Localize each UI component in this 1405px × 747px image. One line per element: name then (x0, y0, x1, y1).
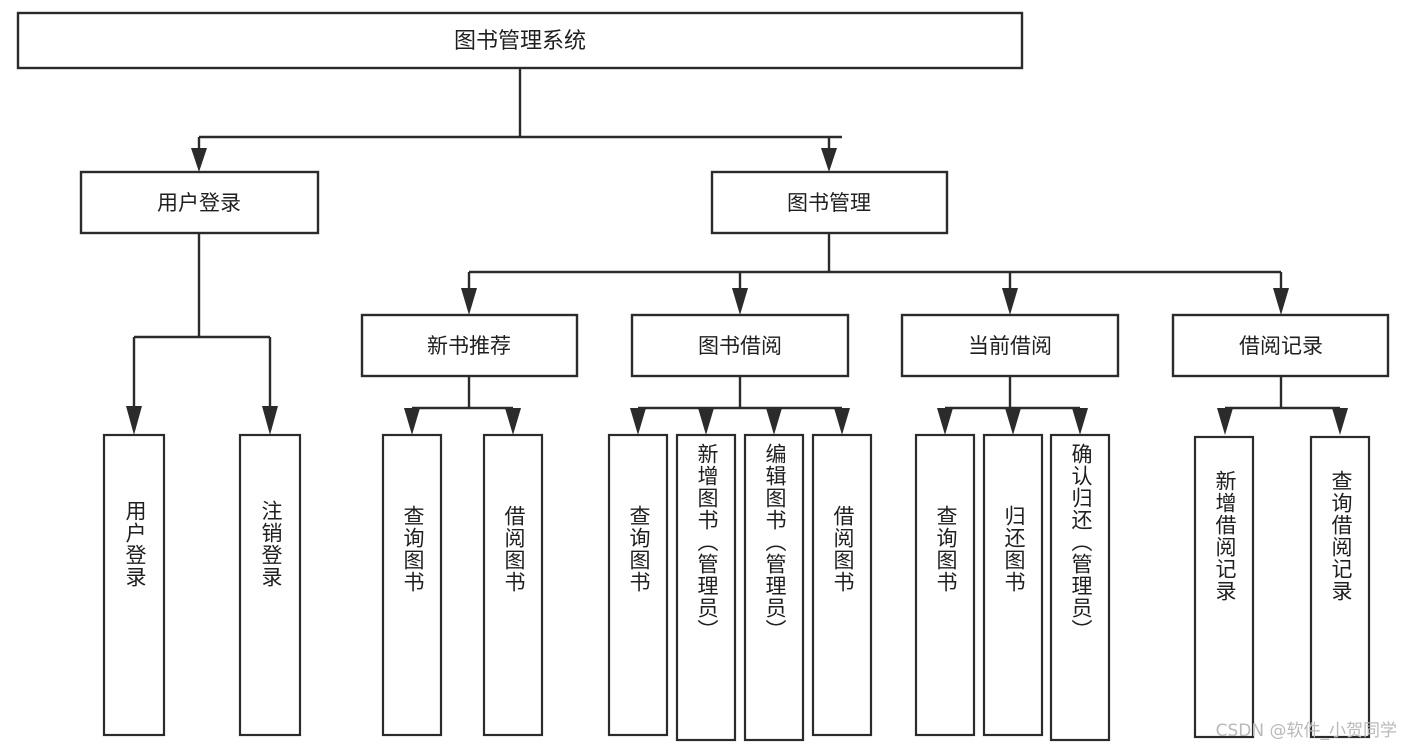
leaf-box-add-book-admin[interactable] (675, 433, 737, 742)
connector-root-to-level2 (191, 68, 842, 172)
node-root-label: 图书管理系统 (454, 29, 586, 54)
leaf-box-query-book-borrow[interactable] (607, 433, 669, 737)
connector-bookmgmt-to-level3 (461, 233, 1289, 315)
leaf-box-borrow-book-borrow[interactable] (811, 433, 873, 737)
leaf-box-query-book-recommend[interactable] (381, 433, 443, 737)
leaf-box-query-borrow-record[interactable] (1309, 435, 1371, 739)
node-current-borrow[interactable]: 当前借阅 (900, 313, 1120, 378)
connector-borrowrecord-to-leaves (1217, 376, 1348, 435)
node-user-login-label: 用户登录 (157, 191, 241, 215)
leaf-box-logout[interactable] (238, 433, 302, 737)
leaf-box-add-borrow-record[interactable] (1193, 435, 1255, 739)
node-book-borrow-label: 图书借阅 (698, 334, 782, 358)
node-user-login[interactable]: 用户登录 (79, 170, 320, 235)
node-borrow-record[interactable]: 借阅记录 (1171, 313, 1390, 378)
node-book-management[interactable]: 图书管理 (710, 170, 949, 235)
node-borrow-record-label: 借阅记录 (1239, 334, 1323, 358)
node-root[interactable]: 图书管理系统 (16, 11, 1024, 70)
connector-userlogin-to-leaves (126, 233, 278, 435)
node-book-borrow[interactable]: 图书借阅 (630, 313, 850, 378)
connector-currentborrow-to-leaves (937, 376, 1088, 435)
leaf-box-return-book[interactable] (982, 433, 1044, 737)
node-new-book-recommend-label: 新书推荐 (427, 334, 511, 358)
leaf-box-borrow-book-recommend[interactable] (482, 433, 544, 737)
node-book-management-label: 图书管理 (787, 191, 871, 215)
node-new-book-recommend[interactable]: 新书推荐 (360, 313, 579, 378)
node-current-borrow-label: 当前借阅 (968, 334, 1052, 358)
leaf-box-edit-book-admin[interactable] (743, 433, 805, 742)
leaf-box-confirm-return-admin[interactable] (1049, 433, 1111, 742)
leaf-box-query-book-current[interactable] (914, 433, 976, 737)
connector-newbook-to-leaves (404, 376, 521, 435)
leaf-box-user-login[interactable] (102, 433, 166, 737)
connector-bookborrow-to-leaves (630, 376, 850, 435)
